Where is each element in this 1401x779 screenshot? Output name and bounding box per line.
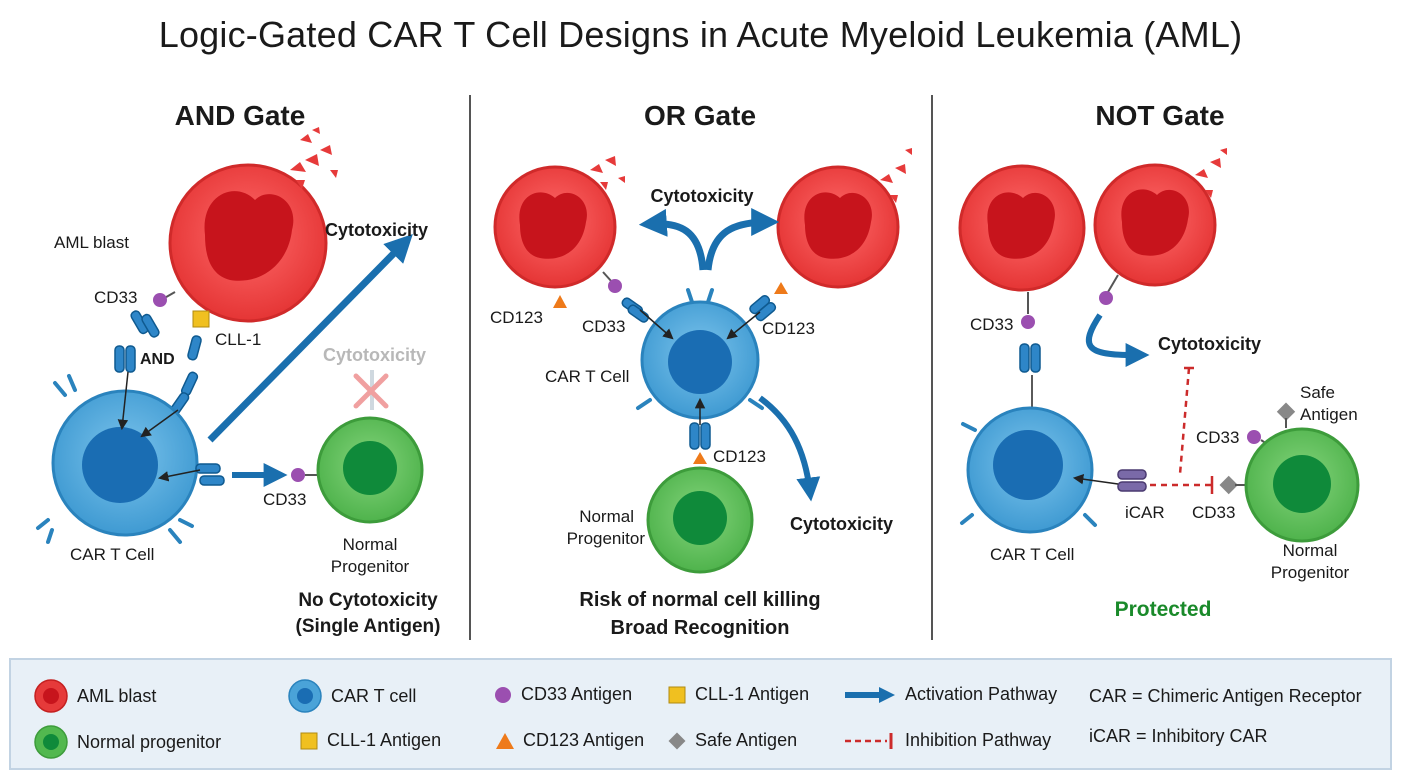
not-cd33-left-antigen <box>1021 315 1035 329</box>
not-normal-label-2: Progenitor <box>1271 563 1350 582</box>
not-icar-receptor <box>1117 469 1147 492</box>
not-cd33-label: CD33 <box>970 315 1013 334</box>
legend-cll1-antigen-b: CLL-1 Antigen <box>667 684 809 705</box>
cll1-square-icon <box>668 686 686 703</box>
and-receptor-cd33 <box>114 310 160 373</box>
and-cd33-normal-antigen <box>291 468 305 482</box>
or-cd33-left-label: CD33 <box>582 317 625 336</box>
or-normal-label-1: Normal <box>579 507 634 526</box>
and-normal-label-1: Normal <box>343 535 398 554</box>
cd123-triangle-icon <box>496 732 514 749</box>
not-safe-antigen-top <box>1276 402 1296 421</box>
or-cd123-left-antigen <box>553 295 567 308</box>
and-normal-progenitor-cell <box>316 416 424 524</box>
or-normal-progenitor-cell <box>646 466 754 574</box>
or-outcome-2: Broad Recognition <box>611 617 790 639</box>
and-blocked-x-icon <box>353 373 389 409</box>
safe-diamond-icon <box>668 732 686 749</box>
and-cll1-label: CLL-1 <box>215 330 261 349</box>
and-receptor-normal <box>195 463 225 486</box>
and-cll1-antigen <box>192 310 210 328</box>
not-cart-label: CAR T Cell <box>990 545 1074 564</box>
and-aml-blast-label: AML blast <box>54 233 129 252</box>
legend-car-t-cell: CAR T cell <box>287 678 416 714</box>
legend-cd123-antigen: CD123 Antigen <box>495 730 644 751</box>
not-normal-progenitor-cell <box>1244 427 1360 543</box>
not-cd33-normal-bottom-label: CD33 <box>1192 503 1235 522</box>
not-aml-blast-left <box>958 164 1086 292</box>
and-aml-blast-cell <box>168 127 338 323</box>
or-car-t-cell <box>636 288 764 420</box>
legend-cd33-antigen: CD33 Antigen <box>493 684 632 705</box>
car-t-cell-icon <box>288 679 322 713</box>
not-cd33-right-antigen <box>1099 291 1113 305</box>
not-cytotoxicity-label: Cytotoxicity <box>1158 334 1261 354</box>
not-normal-label-1: Normal <box>1283 541 1338 560</box>
or-cytotoxicity-top: Cytotoxicity <box>650 186 753 206</box>
not-gate-heading: NOT Gate <box>1095 100 1224 131</box>
cll1-square-icon <box>300 732 318 749</box>
or-cd123-right-antigen <box>774 282 788 294</box>
not-cd33-normal-antigen <box>1247 430 1261 444</box>
or-cd123-left-label: CD123 <box>490 308 543 327</box>
not-outcome-protected: Protected <box>1115 598 1212 621</box>
and-outcome-2: (Single Antigen) <box>296 616 441 637</box>
cd33-circle-icon <box>495 686 511 703</box>
or-aml-blast-right <box>776 148 912 289</box>
and-cytotoxicity-label: Cytotoxicity <box>325 220 428 240</box>
and-cytotoxicity-blocked-label: Cytotoxicity <box>323 345 426 365</box>
and-normal-label-2: Progenitor <box>331 557 410 576</box>
and-cd33-label: CD33 <box>94 288 137 307</box>
and-cart-label: CAR T Cell <box>70 545 154 564</box>
not-aml-blast-right <box>1093 148 1227 287</box>
or-cd33-left-antigen <box>608 279 622 293</box>
or-cd123-bottom-label: CD123 <box>713 447 766 466</box>
and-car-t-cell <box>36 374 199 544</box>
inhibition-line-icon <box>845 732 893 749</box>
not-icar-label: iCAR <box>1125 503 1165 522</box>
not-cd33-normal-top-label: CD33 <box>1196 428 1239 447</box>
or-cytotoxicity-bottom: Cytotoxicity <box>790 514 893 534</box>
legend-aml-blast: AML blast <box>33 678 156 714</box>
or-cart-label: CAR T Cell <box>545 367 629 386</box>
legend-activation-pathway: Activation Pathway <box>843 684 1057 705</box>
not-gate-panel: NOT Gate CD33 Cytotoxicity <box>958 100 1360 621</box>
or-normal-label-2: Progenitor <box>567 529 646 548</box>
legend-inhibition-pathway: Inhibition Pathway <box>843 730 1051 751</box>
legend-car-definition: CAR = Chimeric Antigen Receptor <box>1089 686 1362 706</box>
and-gate-heading: AND Gate <box>175 100 306 131</box>
and-cd33-normal-label: CD33 <box>263 490 306 509</box>
activation-arrow-icon <box>845 686 895 703</box>
not-car-t-cell <box>960 406 1097 534</box>
and-outcome-1: No Cytotoxicity <box>298 590 438 611</box>
and-cd33-antigen <box>153 293 167 307</box>
legend-cll1-antigen-a: CLL-1 Antigen <box>299 730 441 751</box>
or-cd123-bottom-antigen <box>693 452 707 464</box>
and-receptor-cll1 <box>169 335 202 416</box>
diagram-canvas: AND Gate AML blast CD33 CLL-1 AND <box>36 95 1360 640</box>
or-cd123-right-label: CD123 <box>762 319 815 338</box>
and-gate-label: AND <box>140 351 175 368</box>
not-safe-label-2: Antigen <box>1300 405 1358 424</box>
aml-blast-icon <box>34 679 68 713</box>
or-outcome-1: Risk of normal cell killing <box>579 589 820 611</box>
or-gate-panel: OR Gate Cytotoxicity CD123 CD33 CD123 <box>490 100 912 639</box>
normal-progenitor-icon <box>34 725 68 759</box>
or-gate-heading: OR Gate <box>644 100 756 131</box>
or-aml-blast-left <box>493 156 625 289</box>
legend-normal-progenitor: Normal progenitor <box>33 724 221 760</box>
and-gate-panel: AND Gate AML blast CD33 CLL-1 AND <box>36 100 441 637</box>
not-safe-label-1: Safe <box>1300 383 1335 402</box>
legend-panel: AML blast Normal progenitor CAR T cell C… <box>9 658 1392 770</box>
legend-icar-definition: iCAR = Inhibitory CAR <box>1089 726 1268 746</box>
legend-safe-antigen: Safe Antigen <box>667 730 797 751</box>
page-title: Logic-Gated CAR T Cell Designs in Acute … <box>158 14 1243 55</box>
